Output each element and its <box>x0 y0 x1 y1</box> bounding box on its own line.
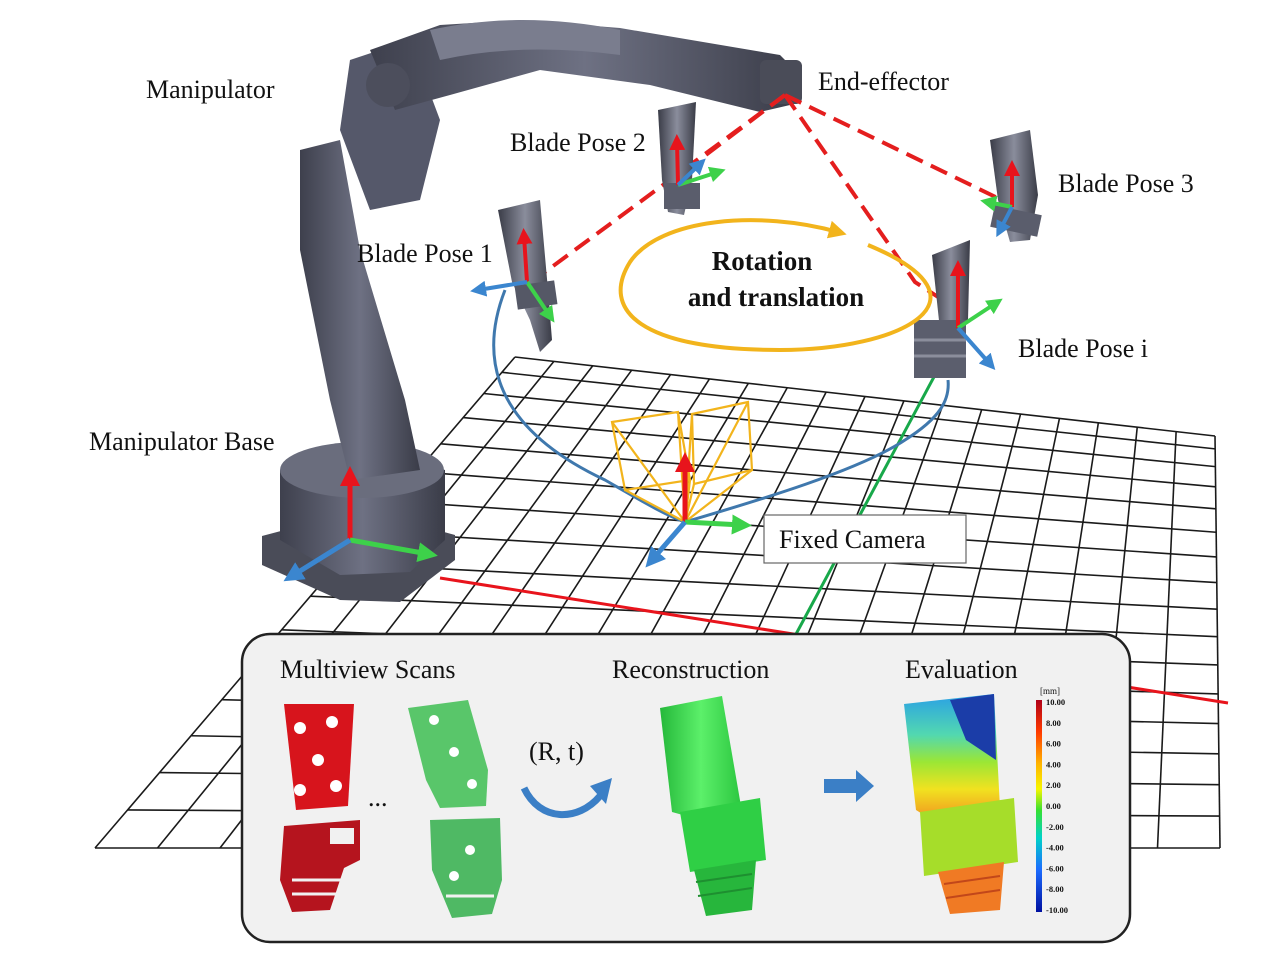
frame-camera <box>645 452 752 568</box>
colorbar-tick-label: -10.00 <box>1046 905 1068 915</box>
colorbar-unit: [mm] <box>1040 686 1060 696</box>
colorbar-ticks: 10.00 8.00 6.00 4.00 2.00 0.00 -2.00 -4.00 -6.00… <box>1046 697 1068 915</box>
scan-ellipsis: ... <box>368 783 388 812</box>
reconstructed-blade <box>660 696 766 916</box>
frame-base <box>283 466 438 582</box>
eval-arrow-head <box>856 770 874 802</box>
grid-line <box>501 371 1216 450</box>
label-and-translation: and translation <box>688 282 864 312</box>
blade-pose-i <box>914 240 970 378</box>
rt-arrowhead <box>590 778 612 804</box>
frame-blade-2 <box>669 134 726 187</box>
scan-green-top <box>408 700 488 808</box>
grid-line <box>1214 435 1221 849</box>
frame-blade-1 <box>470 228 555 323</box>
rotation-arrow <box>618 218 933 353</box>
grid-line <box>416 470 1217 534</box>
camera-frustum <box>610 400 754 523</box>
label-rotation: Rotation <box>712 246 813 276</box>
frame-blade-i <box>950 260 1003 370</box>
colorbar-tick-label: 0.00 <box>1046 801 1061 811</box>
label-blade-pose-2: Blade Pose 2 <box>510 128 646 157</box>
grid-line <box>1156 431 1177 849</box>
evaluation-heatmap-blade <box>904 694 1018 914</box>
inset-title-reconstruction: Reconstruction <box>612 655 769 684</box>
colorbar-tick-label: -2.00 <box>1046 822 1064 832</box>
frame-blade-3 <box>980 160 1020 238</box>
grid-line <box>338 562 1218 611</box>
inset-title-multiview: Multiview Scans <box>280 655 456 684</box>
grid-line <box>156 360 555 849</box>
robot-manipulator <box>262 20 802 602</box>
colorbar-tick-label: -4.00 <box>1046 843 1064 853</box>
fixed-camera-box <box>763 514 967 564</box>
colorbar-tick-label: 8.00 <box>1046 718 1061 728</box>
pipeline-inset: Multiview Scans Reconstruction Evaluatio… <box>240 632 1132 944</box>
colorbar-tick-label: 6.00 <box>1046 739 1061 749</box>
grid-line <box>514 356 1216 437</box>
rt-label: (R, t) <box>529 737 584 766</box>
grid-line <box>310 595 1218 638</box>
rt-curved-arrow <box>520 786 603 819</box>
scan-green-bottom <box>430 818 502 918</box>
label-manipulator-base: Manipulator Base <box>89 427 275 456</box>
label-fixed-camera: Fixed Camera <box>779 525 926 554</box>
label-end-effector: End-effector <box>818 67 949 96</box>
colorbar-gradient <box>1036 700 1042 912</box>
label-manipulator: Manipulator <box>146 75 275 104</box>
label-blade-pose-i: Blade Pose i <box>1018 334 1148 363</box>
colorbar-tick-label: -8.00 <box>1046 884 1064 894</box>
colorbar-tick-label: 4.00 <box>1046 759 1061 769</box>
grid-green-axis <box>793 374 937 637</box>
colorbar-tick-label: -6.00 <box>1046 863 1064 873</box>
colorbar-tick-label: 2.00 <box>1046 780 1061 790</box>
scan-red-top <box>284 704 354 810</box>
blade-pose-3 <box>990 130 1042 242</box>
label-blade-pose-1: Blade Pose 1 <box>357 239 493 268</box>
trajectory-curve <box>492 289 950 524</box>
grid-line <box>94 356 516 849</box>
grid-line <box>483 392 1216 468</box>
eval-arrow-shaft <box>824 779 856 793</box>
grid-line <box>463 416 1216 488</box>
scan-red-bottom <box>280 820 360 912</box>
label-blade-pose-3: Blade Pose 3 <box>1058 169 1194 198</box>
inset-title-evaluation: Evaluation <box>905 655 1018 684</box>
colorbar-tick-label: 10.00 <box>1046 697 1065 707</box>
